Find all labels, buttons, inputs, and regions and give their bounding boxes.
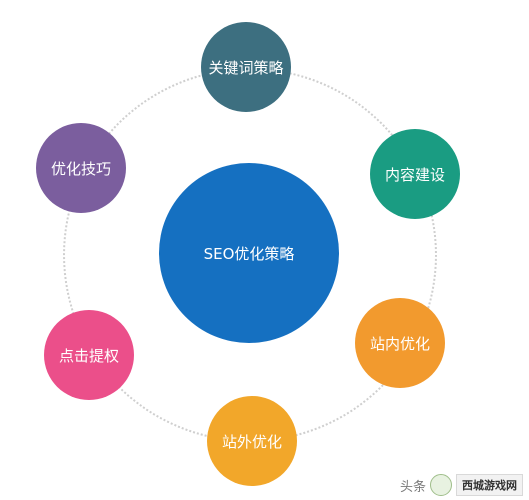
watermark: 头条 西城游戏网 <box>400 474 523 496</box>
watermark-logo-icon <box>430 474 452 496</box>
node-onsite-optimization: 站内优化 <box>355 298 445 388</box>
node-offsite-optimization: 站外优化 <box>207 396 297 486</box>
node-label: 点击提权 <box>58 346 119 365</box>
node-label: 关键词策略 <box>208 58 284 77</box>
node-label: 优化技巧 <box>50 159 111 178</box>
center-node-label: SEO优化策略 <box>203 244 295 263</box>
center-node: SEO优化策略 <box>159 163 339 343</box>
watermark-source-text: 头条 <box>399 479 426 495</box>
node-optimization-tips: 优化技巧 <box>36 123 126 213</box>
node-label: 内容建设 <box>384 165 445 184</box>
node-keyword-strategy: 关键词策略 <box>201 22 291 112</box>
watermark-site-text: 西城游戏网 <box>456 474 523 496</box>
node-content-building: 内容建设 <box>370 129 460 219</box>
node-label: 站内优化 <box>369 334 430 353</box>
node-click-boost: 点击提权 <box>44 310 134 400</box>
node-label: 站外优化 <box>221 432 282 451</box>
